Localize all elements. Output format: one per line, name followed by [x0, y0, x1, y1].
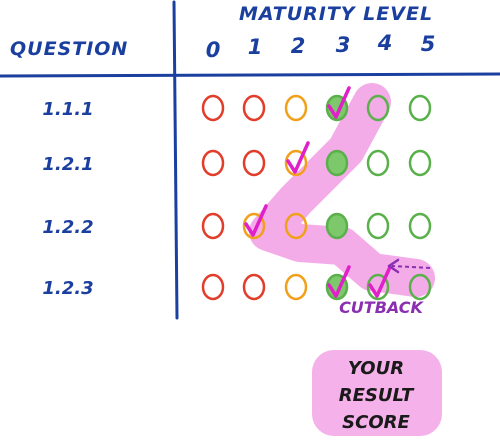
level-circle-green [408, 94, 432, 122]
level-circle-red [201, 273, 225, 301]
question-label: 1.2.2 [42, 217, 93, 238]
level-header-1: 1 [248, 35, 263, 59]
cutback-arrow [387, 258, 431, 274]
column-divider [172, 0, 179, 320]
header-divider [0, 72, 500, 78]
result-score-line: SCORE [342, 412, 410, 433]
level-circle-green [408, 149, 432, 177]
level-circle-green-filled [325, 149, 349, 177]
level-circle-red [201, 94, 225, 122]
level-circle-red [242, 273, 266, 301]
level-circle-green [408, 212, 432, 240]
cutback-arrow-line [391, 265, 431, 269]
result-score-line: RESULT [339, 385, 415, 406]
level-circle-red [242, 94, 266, 122]
level-circle-orange [284, 94, 308, 122]
result-score-label: YOUR RESULT SCORE [339, 358, 415, 433]
checkmark-icon [244, 204, 268, 237]
maturity-level-title: MATURITY LEVEL [239, 3, 433, 25]
level-circle-red [242, 149, 266, 177]
level-circle-green [366, 212, 390, 240]
grid-lines [0, 0, 500, 320]
level-circle-orange [284, 273, 308, 301]
level-circle-green [366, 273, 390, 301]
checkmarks [244, 86, 392, 298]
level-header-0: 0 [206, 38, 221, 62]
checkmark-icon [368, 265, 392, 298]
result-score-blob [312, 350, 442, 436]
level-circle-orange [284, 149, 308, 177]
result-score-highlight [312, 350, 442, 436]
question-labels: 1.1.1 1.2.1 1.2.2 1.2.3 [42, 99, 93, 299]
result-score-line: YOUR [348, 358, 404, 379]
checkmark-icon [327, 86, 351, 119]
level-circle-green [366, 149, 390, 177]
level-header-2: 2 [291, 34, 306, 58]
level-circles [201, 94, 432, 301]
level-circle-green [366, 94, 390, 122]
highlight-stroke [249, 83, 435, 297]
question-label: 1.2.3 [42, 278, 93, 299]
question-column-header: QUESTION [10, 38, 128, 60]
question-label: 1.2.1 [42, 154, 93, 175]
level-header-4: 4 [377, 31, 393, 55]
cutback-arrowhead [387, 258, 400, 274]
question-label: 1.1.1 [42, 99, 93, 120]
level-headers: 0 1 2 3 4 5 [206, 31, 436, 62]
level-circle-orange [242, 212, 266, 240]
level-header-3: 3 [336, 33, 351, 57]
checkmark-icon [327, 265, 351, 298]
cutback-label: CUTBACK [339, 298, 424, 317]
level-circle-green-filled [325, 212, 349, 240]
level-circle-red [201, 212, 225, 240]
result-highlight-path [249, 83, 435, 297]
level-circle-orange [284, 212, 308, 240]
level-circle-green [408, 273, 432, 301]
checkmark-icon [286, 141, 310, 174]
level-circle-red [201, 149, 225, 177]
level-header-5: 5 [421, 32, 436, 56]
